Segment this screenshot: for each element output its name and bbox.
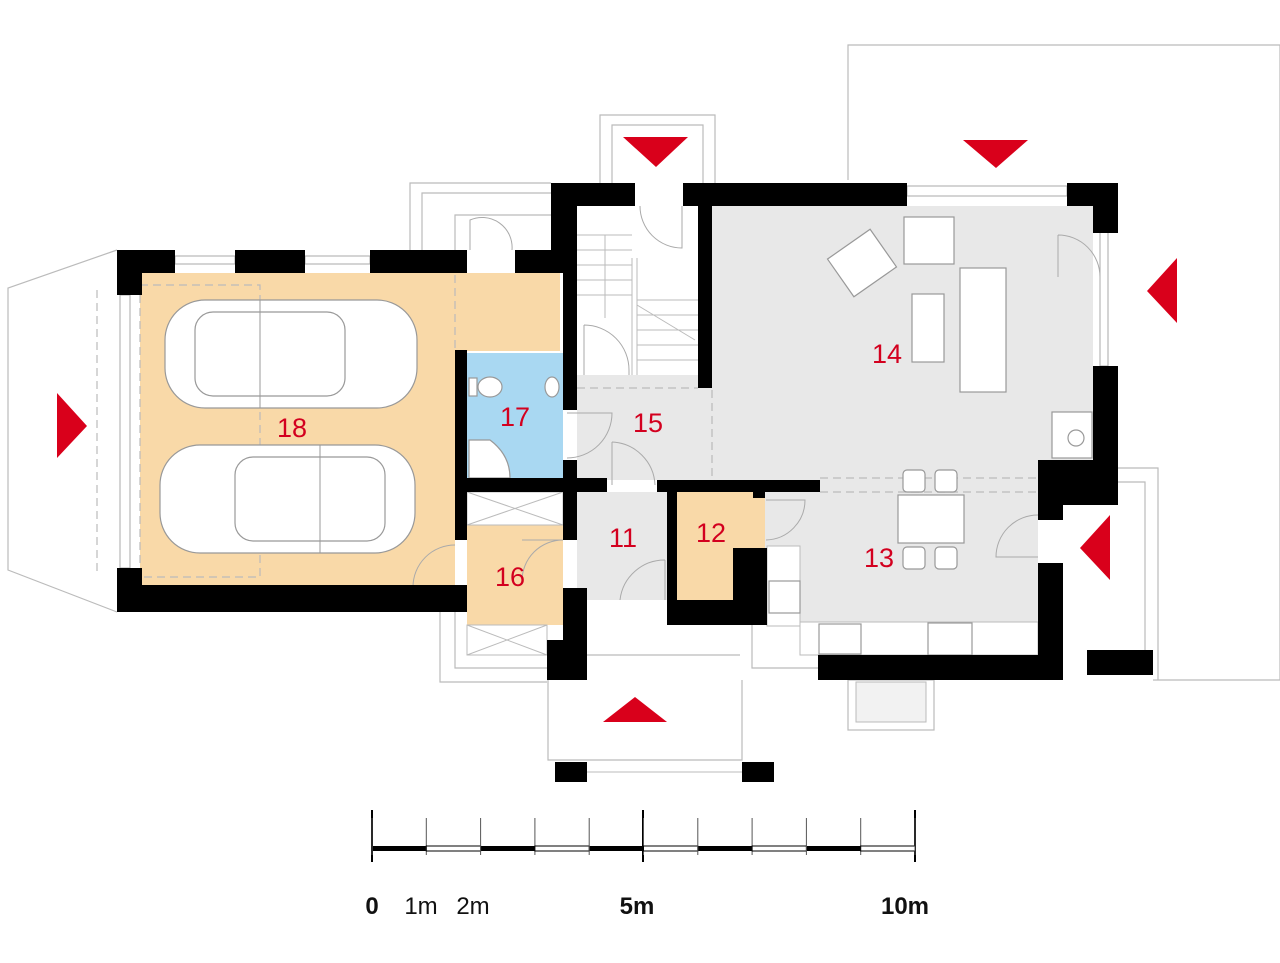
sink bbox=[818, 623, 862, 655]
room-11-fill bbox=[577, 492, 667, 600]
car-bottom bbox=[159, 444, 416, 554]
cooktop bbox=[768, 580, 801, 614]
arrow-down-icon bbox=[963, 140, 1028, 168]
room-label-14: 14 bbox=[872, 339, 902, 369]
arrow-right-icon bbox=[57, 393, 87, 458]
scale-segment bbox=[425, 845, 482, 852]
scale-segment bbox=[643, 845, 699, 852]
staircase bbox=[577, 234, 698, 375]
room-label-16: 16 bbox=[495, 562, 525, 592]
armchair bbox=[903, 216, 955, 265]
room-label-17: 17 bbox=[500, 402, 530, 432]
room-label-15: 15 bbox=[633, 408, 663, 438]
scale-segment bbox=[534, 845, 590, 852]
room-16-fill bbox=[467, 525, 563, 625]
coffee-table bbox=[911, 293, 945, 363]
scale-label-1m: 1m bbox=[404, 893, 437, 920]
scale-label-5m: 5m bbox=[620, 893, 655, 920]
arrow-left-icon bbox=[1080, 515, 1110, 580]
room-label-13: 13 bbox=[864, 543, 894, 573]
arrow-up-icon bbox=[603, 697, 667, 722]
toilet bbox=[477, 376, 503, 398]
scale-label-2m: 2m bbox=[456, 893, 489, 920]
room-label-12: 12 bbox=[696, 518, 726, 548]
shower bbox=[468, 439, 511, 479]
scale-segment bbox=[860, 845, 916, 852]
room-label-18: 18 bbox=[277, 413, 307, 443]
scale-segment bbox=[751, 845, 807, 852]
arrow-left-icon bbox=[1147, 258, 1177, 323]
room-14-fill bbox=[712, 206, 1093, 480]
walls bbox=[117, 183, 1153, 782]
dining-table bbox=[897, 494, 965, 544]
site-outlines bbox=[7, 44, 1280, 761]
room-15-fill bbox=[577, 375, 712, 480]
armchair bbox=[826, 228, 898, 298]
room-label-11: 11 bbox=[609, 523, 637, 553]
doormat bbox=[855, 681, 927, 723]
sofa bbox=[959, 267, 1007, 393]
room-labels: 11 12 13 14 15 16 17 18 bbox=[277, 339, 902, 592]
washbasin bbox=[544, 376, 560, 398]
arrow-down-icon bbox=[623, 137, 688, 167]
scale-label-10m: 10m bbox=[881, 893, 929, 920]
car-top bbox=[164, 299, 418, 409]
scale-label-0: 0 bbox=[365, 893, 378, 920]
scale-bar: 0 1m 2m 5m 10m bbox=[365, 810, 929, 920]
entrance-arrows bbox=[57, 137, 1177, 722]
